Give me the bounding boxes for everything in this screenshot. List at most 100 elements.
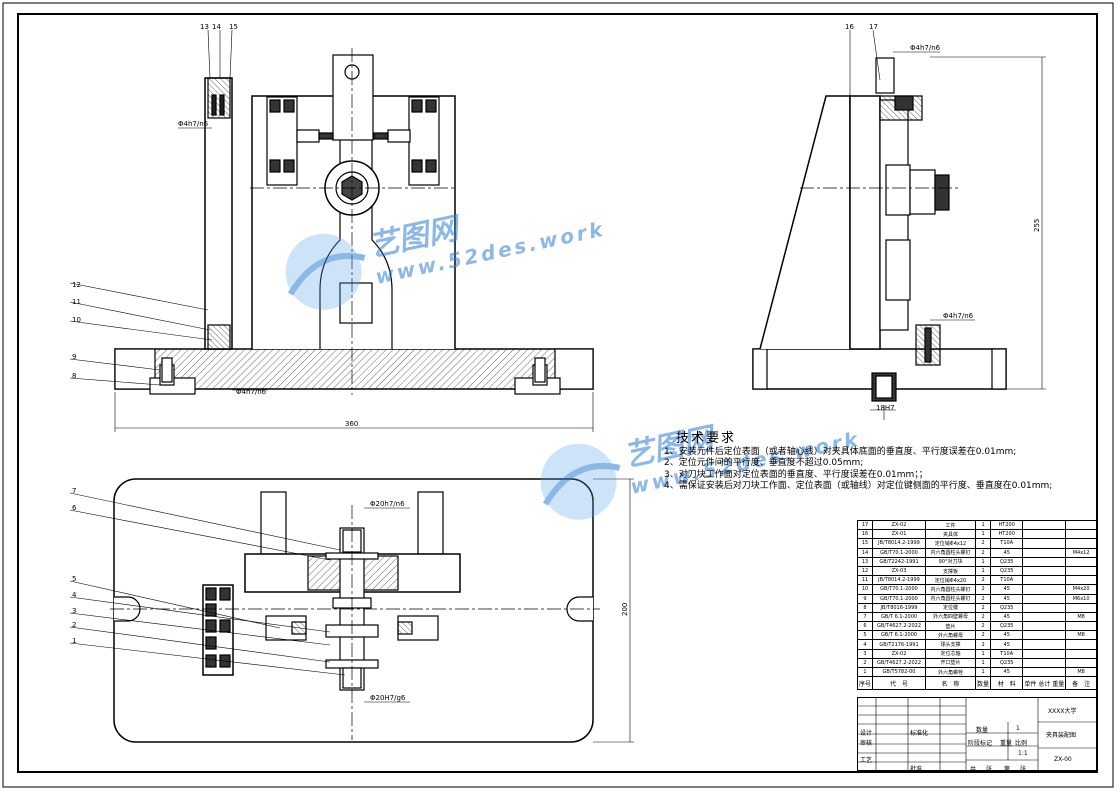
tech-line: 2、定位元件间的平行度、垂直度不超过0.05mm; [664, 458, 864, 468]
bom-cell [1022, 538, 1067, 549]
part-label-16: 16 [845, 23, 854, 31]
bom-header-row: 序号代 号名 称数量材 料单件 总计 重量备 注 [856, 676, 1097, 691]
bom-cell: 2 [975, 547, 992, 558]
part-label-4: 4 [72, 591, 77, 599]
side-view-labels: 16 17 Φ4h7/n6 Φ4h7/n6 18H7 255 [845, 23, 1041, 412]
bom-cell [1065, 657, 1097, 669]
drawing-name: 夹具装配图 [1046, 732, 1077, 739]
bom-cell: GB/T4627.2-2022 [872, 621, 926, 632]
bom-cell: 90°对刀块 [924, 556, 977, 567]
quantity-value: 1 [1016, 725, 1020, 732]
bom-cell: 2 [975, 538, 992, 549]
label-sheet-no: 第 [1004, 766, 1011, 773]
bom-cell: 2 [856, 657, 874, 669]
bom-cell [1065, 538, 1097, 549]
bom-cell: 外六角螺母 [924, 630, 977, 641]
bom-cell [1022, 529, 1067, 540]
bom-cell: 45 [990, 584, 1024, 595]
bom-cell: 45 [990, 666, 1024, 678]
label-standard: 标准化 [910, 730, 929, 737]
bom-cell [1065, 602, 1097, 613]
bom-cell: 1 [975, 648, 992, 659]
bom-cell [1022, 593, 1067, 604]
bom-cell: 内六角圆柱头螺钉 [924, 584, 977, 595]
bom-cell: 45 [990, 593, 1024, 604]
bom-cell: JB/T8014.2-1999 [872, 538, 926, 549]
label-review: 审核 [860, 740, 873, 747]
tech-line: 4、需保证安装后对刀块工作面、定位表面（或轴线）对定位键侧面的平行度、垂直度在0… [664, 481, 1053, 491]
bom-cell: Q235 [990, 565, 1024, 577]
bom-cell: 45 [990, 547, 1024, 558]
tech-title: 技术要求 [676, 431, 737, 446]
bom-cell: M6x10 [1065, 593, 1097, 604]
title-block-grid [858, 698, 1098, 772]
bom-cell: T10A [990, 648, 1024, 659]
bom-cell [1065, 519, 1097, 531]
bom-cell [1022, 657, 1067, 669]
bom-cell: 45 [990, 611, 1024, 623]
part-label-6: 6 [72, 504, 77, 512]
bom-cell: 2 [975, 593, 992, 604]
bom-cell: GB/T70.1-2000 [872, 584, 926, 595]
quantity-label: 数量 [976, 727, 989, 734]
bom-cell: ZX-01 [872, 529, 926, 540]
bom-cell: 外六角四壁螺母 [924, 611, 977, 623]
top-view-labels: 7 6 5 4 3 2 1 Φ20h7/n6 Φ20H7/g6 200 [72, 487, 629, 702]
school-name: XXXX大学 [1048, 708, 1077, 715]
bom-cell: 工件 [924, 519, 977, 531]
bom-cell: 17 [856, 519, 874, 531]
bom-cell: 2 [975, 639, 992, 650]
bom-cell: ZX-02 [872, 519, 926, 531]
part-label-14: 14 [212, 23, 221, 31]
bom-cell: 1 [975, 556, 992, 567]
bom-cell [1065, 621, 1097, 632]
fit-side-bottom: Φ4h7/n6 [943, 312, 974, 320]
bom-cell: 12 [856, 565, 874, 577]
dim-360: 360 [345, 420, 358, 428]
bom-cell: 开口垫片 [924, 657, 977, 669]
bom-cell: 1 [975, 657, 992, 669]
bom-cell: 定位键 [924, 602, 977, 613]
part-label-7: 7 [72, 487, 76, 495]
bom-cell [1065, 648, 1097, 659]
bom-cell: 1 [975, 565, 992, 577]
technical-requirements: 技术要求 1、安装元件后定位表面（或者轴心线）对夹具体底面的垂直度、平行度误差在… [664, 431, 1094, 493]
bom-cell [1022, 621, 1067, 632]
bom-cell: 定位销Φ4x12 [924, 538, 977, 549]
bom-cell: M8 [1065, 611, 1097, 623]
top-view [69, 478, 634, 743]
bom-cell: 6 [856, 621, 874, 632]
part-label-13: 13 [200, 23, 209, 31]
bom-cell [1022, 519, 1067, 531]
bom-cell: 1 [975, 519, 992, 531]
part-label-1: 1 [72, 637, 76, 645]
bom-cell [1022, 602, 1067, 613]
bom-cell [1022, 547, 1067, 558]
part-label-2: 2 [72, 621, 76, 629]
bom-cell: 1 [975, 666, 992, 678]
fit-front-top: Φ4h7/n6 [178, 120, 209, 128]
bom-cell: GB/T4627.2-2022 [872, 657, 926, 669]
bom-cell: M4x12 [1065, 547, 1097, 558]
bom-cell: 定位芯轴 [924, 648, 977, 659]
bom-cell: 45 [990, 630, 1024, 641]
bom-cell: 13 [856, 556, 874, 567]
dim-255: 255 [1033, 219, 1041, 232]
part-label-12: 12 [72, 281, 81, 289]
part-label-15: 15 [229, 23, 238, 31]
label-design: 设计 [860, 730, 873, 737]
dim-200: 200 [621, 603, 629, 616]
bom-cell: 14 [856, 547, 874, 558]
bom-cell [1022, 630, 1067, 641]
bom-cell [1065, 575, 1097, 586]
bom-cell: 7 [856, 611, 874, 623]
bom-cell [1022, 565, 1067, 577]
fit-top-upper: Φ20h7/n6 [370, 500, 405, 508]
weight-label: 重量 [1000, 740, 1013, 747]
